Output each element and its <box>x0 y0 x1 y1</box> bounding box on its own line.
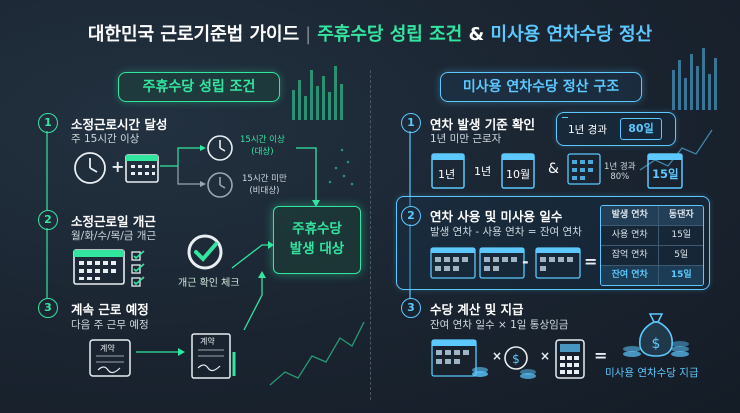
step-number: 2 <box>38 210 58 230</box>
step-number: 1 <box>38 113 58 133</box>
step-subtitle: 잔여 연차 일수 × 1일 통상임금 <box>430 319 569 331</box>
calendar-icon <box>73 249 125 285</box>
calendar-icon <box>501 153 535 189</box>
table-total-row: 잔여 연차 15일 <box>601 265 703 285</box>
calculator-icon <box>555 339 585 379</box>
clock-yes-icon <box>207 135 233 161</box>
date-d-line2: 80% <box>610 172 630 182</box>
right-section-pill: 미사용 연차수당 정산 구조 <box>440 72 642 102</box>
date-b: 1년 <box>474 165 492 178</box>
step-subtitle: 주 15시간 이상 <box>71 133 140 145</box>
elapsed-box-tab <box>562 117 568 122</box>
equals-sign-2: = <box>594 346 608 365</box>
table-header-row: 발생 연차 동댄자 <box>601 206 703 225</box>
times-sign-2: × <box>540 349 551 363</box>
contract-label-2: 계약 <box>200 337 215 346</box>
step-subtitle: 월/화/수/목/금 개근 <box>71 230 157 242</box>
branch-no-line2: (비대상) <box>249 186 280 196</box>
svg-text:$: $ <box>652 336 661 352</box>
right-connectors <box>409 131 411 298</box>
table-cell: 잡억 연차 <box>611 250 648 260</box>
table-row: 잡억 연차 5일 <box>601 245 703 265</box>
date-d-line1: 1년 경과 <box>604 162 636 172</box>
step-number: 3 <box>38 298 58 318</box>
check-label: 개근 확인 체크 <box>178 278 240 289</box>
table-cell: 15일 <box>658 226 703 245</box>
clock-no-icon <box>207 172 233 198</box>
bar-chart-icon <box>292 66 343 120</box>
result-box: 주휴수당 발생 대상 <box>273 206 361 274</box>
coin-stack-icon: $ <box>504 346 536 379</box>
table-cell: 사용 연차 <box>611 230 648 240</box>
step-title: 소정근로시간 달성 <box>71 117 168 132</box>
table-cell: 5일 <box>658 246 703 265</box>
contract-document-icon <box>191 333 236 379</box>
elapsed-label: 1년 경과 <box>568 124 607 136</box>
title-ampersand: & <box>468 24 485 45</box>
date-d: 1년 경과 80% <box>604 160 636 182</box>
contract-scroll-icon <box>89 339 131 377</box>
dot-grid-icon <box>328 148 354 186</box>
title-main: 대한민국 근로기준법 가이드 <box>87 24 300 45</box>
date-a: 1년 <box>438 168 456 181</box>
table-cell: 잔여 연차 <box>611 270 648 280</box>
step-title: 연차 사용 및 미사용 일수 <box>430 209 563 224</box>
bar-chart-icon <box>672 48 717 110</box>
calendar-icon <box>647 153 683 189</box>
calendar-coins-icon <box>431 339 488 377</box>
table-row: 사용 연차 15일 <box>601 225 703 245</box>
step-title: 수당 계산 및 지급 <box>430 302 524 317</box>
branch-yes-line2: (대상) <box>251 147 274 157</box>
result-line1: 주휴수당 <box>292 221 342 237</box>
table-header: 발생 연차 <box>611 210 648 220</box>
minus-sign: - <box>522 252 529 271</box>
step-title: 소정근로일 개근 <box>71 214 156 229</box>
svg-text:$: $ <box>512 352 520 366</box>
left-connectors <box>46 131 320 356</box>
elapsed-days: 80일 <box>620 118 662 140</box>
leave-table: 발생 연차 동댄자 사용 연차 15일 잡억 연차 5일 잔여 연차 15일 <box>600 205 704 286</box>
date-c: 10월 <box>506 168 531 181</box>
checklist-icon <box>131 250 145 287</box>
page-title: 대한민국 근로기준법 가이드|주휴수당 성립 조건 & 미사용 연차수당 정산 <box>0 20 740 46</box>
title-blue: 미사용 연차수당 정산 <box>490 24 653 45</box>
step-number: 1 <box>401 113 421 133</box>
branch-yes-label: 15시간 이상 (대상) <box>240 133 285 157</box>
calendar-icon <box>125 154 159 183</box>
clock-icon <box>74 152 106 184</box>
calendar-group-icon <box>430 247 525 279</box>
money-bag-icon: $ <box>623 313 689 357</box>
step-title: 연차 발생 기준 확인 <box>430 117 536 132</box>
calendar-icon <box>535 247 581 279</box>
calendar-grid-icon <box>567 153 601 185</box>
step-subtitle: 발생 연차 - 사용 연차 = 잔여 연차 <box>430 226 582 238</box>
title-green: 주휴수당 성립 조건 <box>317 24 463 45</box>
calendar-icon <box>431 153 465 189</box>
step-number: 2 <box>401 206 421 226</box>
title-separator: | <box>305 24 312 45</box>
left-section-pill: 주휴수당 성립 조건 <box>118 72 280 102</box>
branch-yes-line1: 15시간 이상 <box>240 135 285 145</box>
result-line2: 발생 대상 <box>289 241 345 257</box>
contract-label: 계약 <box>100 344 115 353</box>
table-cell: 15일 <box>658 266 703 285</box>
date-e: 15일 <box>652 167 679 181</box>
step-number: 3 <box>401 298 421 318</box>
step-subtitle: 1년 미만 근로자 <box>430 133 502 145</box>
date-amp: & <box>548 161 559 177</box>
table-header: 동댄자 <box>658 206 703 225</box>
line-chart-icon <box>269 321 365 386</box>
branch-no-line1: 15시간 미만 <box>242 174 287 184</box>
plus-sign: + <box>111 157 125 176</box>
times-sign: × <box>492 349 503 363</box>
center-divider <box>370 70 371 400</box>
step-subtitle: 다음 주 근무 예정 <box>71 319 149 331</box>
check-circle-icon <box>187 234 223 270</box>
equals-sign: = <box>584 252 598 271</box>
branch-no-label: 15시간 미만 (비대상) <box>242 172 287 196</box>
payout-label: 미사용 연차수당 지급 <box>605 367 699 379</box>
step-title: 계속 근로 예정 <box>71 302 149 317</box>
